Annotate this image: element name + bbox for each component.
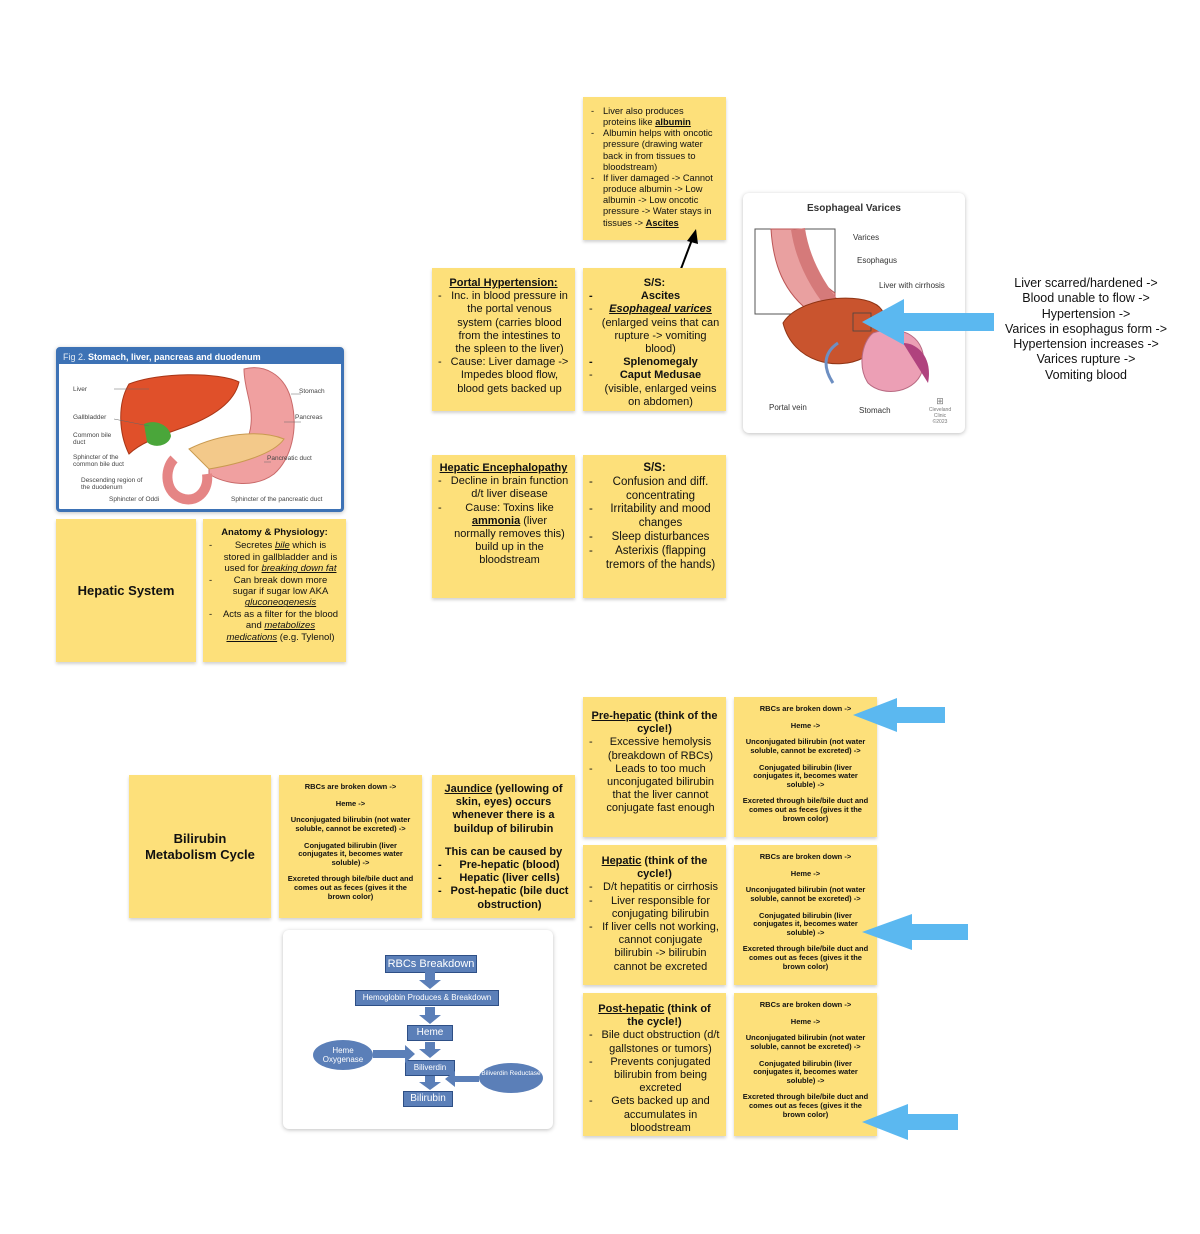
hepatic-note[interactable]: Hepatic (think of the cycle!) D/t hepati… [583, 845, 726, 985]
label-pancreas: Pancreas [295, 414, 323, 421]
enceph-ss-2: Irritability and mood changes [589, 503, 720, 531]
varices-label-portal: Portal vein [769, 403, 807, 412]
albumin-note[interactable]: Liver also produces proteins like albumi… [583, 97, 726, 240]
hep-heading: Hepatic (think of the cycle!) [601, 855, 708, 881]
varices-label-varices: Varices [853, 233, 880, 242]
blue-arrow-hep [862, 914, 968, 950]
blue-arrow-varices [862, 299, 994, 345]
varices-illustration [754, 227, 929, 392]
label-common-bile-duct: Common bile duct [73, 432, 112, 446]
cycle-note-prehep[interactable]: RBCs are broken down ->Heme ->Unconjugat… [734, 697, 877, 837]
bilirubin-flow-diagram: RBCs Breakdown Hemoglobin Produces & Bre… [283, 930, 553, 1129]
prehep-heading: Pre-hepatic (think of the cycle!) [591, 710, 718, 736]
duodenum-shape [162, 455, 213, 505]
esophageal-varices-figure: Esophageal Varices Varices Esophagus Liv… [743, 193, 965, 433]
posthepatic-note[interactable]: Post-hepatic (think of the cycle!) Bile … [583, 993, 726, 1136]
varices-fig-title: Esophageal Varices [807, 203, 901, 214]
enceph-ss-1: Confusion and diff. concentrating [589, 476, 720, 504]
portal-ss-heading: S/S: [643, 277, 666, 289]
albumin-item-2: Albumin helps with oncotic pressure (dra… [591, 128, 718, 173]
label-sphincter-pancreatic: Sphincter of the pancreatic duct [231, 496, 323, 503]
label-stomach: Stomach [299, 388, 325, 395]
hep-item-3: If liver cells not working, cannot conju… [589, 921, 720, 974]
anatomy-figure-header: Fig 2. Stomach, liver, pancreas and duod… [59, 350, 341, 364]
pancreas-shape [188, 433, 285, 470]
anatomy-item-2: Can break down more sugar if sugar low A… [209, 575, 340, 609]
varices-progression-text: Liver scarred/hardened -> Blood unable t… [1005, 276, 1167, 382]
anatomy-physiology-note[interactable]: Anatomy & Physiology: Secretes bile whic… [203, 519, 346, 662]
gallbladder-shape [144, 422, 171, 446]
prehep-item-1: Excessive hemolysis (breakdown of RBCs) [589, 736, 720, 762]
anatomy-heading: Anatomy & Physiology: [221, 527, 328, 538]
enceph-ss-4: Asterixis (flapping tremors of the hands… [589, 545, 720, 573]
posthep-heading: Post-hepatic (think of the cycle!) [598, 1003, 711, 1029]
enceph-item-2: Cause: Toxins like ammonia (liver normal… [438, 502, 569, 568]
label-gallbladder: Gallbladder [73, 414, 107, 421]
encephalopathy-note[interactable]: Hepatic Encephalopathy Decline in brain … [432, 455, 575, 598]
jaundice-heading: Jaundice (yellowing of skin, eyes) occur… [444, 783, 563, 835]
jaundice-item-1: Pre-hepatic (blood) [438, 859, 569, 872]
hep-item-1: D/t hepatitis or cirrhosis [589, 881, 720, 894]
label-sphincter-common: Sphincter of the common bile duct [73, 454, 124, 468]
cleveland-clinic-logo-icon: ⊞ [936, 396, 944, 406]
anatomy-item-1: Secretes bile which is stored in gallbla… [209, 540, 340, 574]
portal-item-2: Cause: Liver damage -> Impedes blood flo… [438, 356, 569, 396]
label-liver: Liver [73, 386, 88, 393]
hep-item-2: Liver responsible for conjugating biliru… [589, 895, 720, 921]
enceph-item-1: Decline in brain function d/t liver dise… [438, 475, 569, 501]
portal-ss-splenomegaly: Splenomegaly [589, 356, 720, 369]
label-oddi: Sphincter of Oddi [109, 496, 160, 503]
flow-bilirubin: Bilirubin [403, 1091, 453, 1107]
bilirubin-title: Bilirubin Metabolism Cycle [145, 830, 255, 862]
blue-arrow-prehep [853, 698, 945, 732]
varices-label-liver: Liver with cirrhosis [879, 281, 945, 290]
flow-hemoglobin: Hemoglobin Produces & Breakdown [355, 990, 499, 1006]
jaundice-item-3: Post-hepatic (bile duct obstruction) [438, 885, 569, 911]
portal-ss-caput: Caput Medusae (visible, enlarged veins o… [589, 369, 720, 409]
anatomy-figure: Fig 2. Stomach, liver, pancreas and duod… [56, 347, 344, 512]
posthep-item-2: Prevents conjugated bilirubin from being… [589, 1056, 720, 1096]
portal-ss-ascites: Ascites [589, 290, 720, 303]
flow-rbcs-breakdown: RBCs Breakdown [385, 955, 477, 973]
posthep-item-1: Bile duct obstruction (d/t gallstones or… [589, 1029, 720, 1055]
label-pancreatic-duct: Pancreatic duct [267, 455, 312, 462]
label-descending: Descending region of the duodenum [81, 477, 143, 491]
portal-hypertension-note[interactable]: Portal Hypertension: Inc. in blood press… [432, 268, 575, 411]
anatomy-illustration [113, 367, 301, 505]
cycle-note-hep[interactable]: RBCs are broken down ->Heme ->Unconjugat… [734, 845, 877, 985]
cycle-note-posthep[interactable]: RBCs are broken down ->Heme ->Unconjugat… [734, 993, 877, 1136]
flow-biliverdin: Biliverdin [405, 1060, 455, 1076]
prehep-item-2: Leads to too much unconjugated bilirubin… [589, 763, 720, 816]
jaundice-sub: This can be caused by [444, 845, 563, 858]
bilirubin-title-note[interactable]: Bilirubin Metabolism Cycle [129, 775, 271, 918]
varices-brand: ⊞ Cleveland Clinic©2023 [925, 396, 955, 425]
portal-item-1: Inc. in blood pressure in the portal ven… [438, 290, 569, 356]
varices-label-esophagus: Esophagus [857, 256, 898, 265]
varices-label-stomach: Stomach [859, 406, 891, 415]
flow-biliverdin-reductase: Biliverdin Reductase [479, 1063, 543, 1093]
portal-signs-note[interactable]: S/S: Ascites Esophageal varices (enlarge… [583, 268, 726, 411]
enceph-heading: Hepatic Encephalopathy [439, 462, 568, 474]
enceph-ss-3: Sleep disturbances [589, 531, 720, 545]
flow-heme-oxygenase: Heme Oxygenase [313, 1040, 373, 1070]
prehepatic-note[interactable]: Pre-hepatic (think of the cycle!) Excess… [583, 697, 726, 837]
flow-heme: Heme [407, 1025, 453, 1041]
cycle-note-main[interactable]: RBCs are broken down ->Heme ->Unconjugat… [279, 775, 422, 918]
portal-heading: Portal Hypertension: [449, 277, 558, 289]
hepatic-system-note[interactable]: Hepatic System [56, 519, 196, 662]
anatomy-item-3: Acts as a filter for the blood and metab… [209, 609, 340, 643]
albumin-item-3: If liver damaged -> Cannot produce album… [591, 173, 718, 229]
jaundice-item-2: Hepatic (liver cells) [438, 872, 569, 885]
blue-arrow-posthep [862, 1104, 958, 1140]
portal-ss-varices: Esophageal varices (enlarged veins that … [589, 303, 720, 356]
jaundice-note[interactable]: Jaundice (yellowing of skin, eyes) occur… [432, 775, 575, 918]
albumin-item-1: Liver also produces proteins like albumi… [591, 106, 718, 128]
encephalopathy-signs-note[interactable]: S/S: Confusion and diff. concentrating I… [583, 455, 726, 598]
hepatic-system-title: Hepatic System [77, 582, 175, 598]
enceph-ss-heading: S/S: [643, 462, 666, 474]
posthep-item-3: Gets backed up and accumulates in bloods… [589, 1095, 720, 1135]
